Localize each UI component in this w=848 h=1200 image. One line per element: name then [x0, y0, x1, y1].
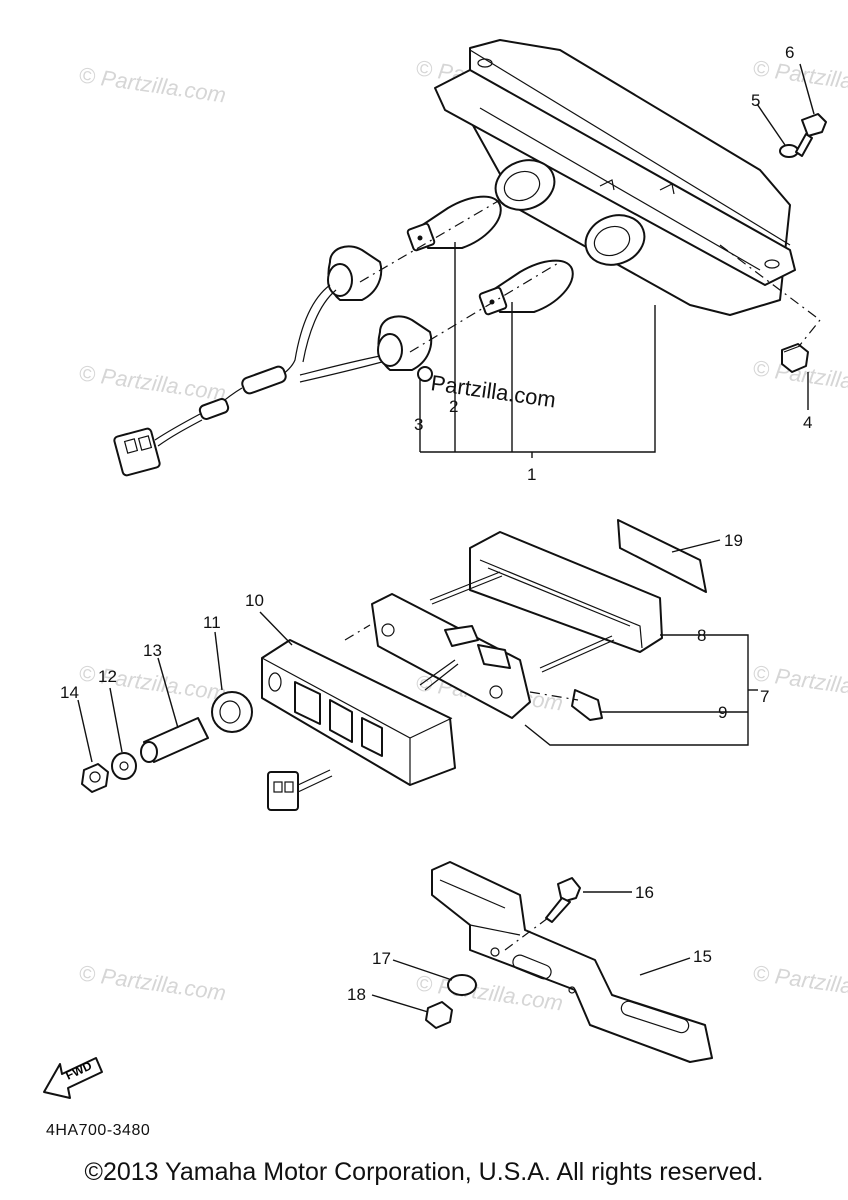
nut-4: [781, 343, 809, 373]
copyright-notice: ©2013 Yamaha Motor Corporation, U.S.A. A…: [84, 1158, 764, 1186]
callout-8: 8: [697, 626, 706, 645]
callout-12: 12: [98, 667, 117, 686]
grommet-3: [417, 366, 433, 382]
callout-numbers: 1 2 3 4 5 6 7 8 9 10 11 12 13 14 15 16 1…: [60, 43, 812, 1004]
callout-11: 11: [203, 613, 221, 632]
watermark: © Partzilla.com: [751, 960, 848, 1005]
callout-15: 15: [693, 947, 712, 966]
washer-5: [779, 144, 799, 158]
nut-14: [81, 763, 109, 793]
callout-14: 14: [60, 683, 79, 702]
connector: [267, 769, 333, 811]
label-19: [617, 519, 707, 593]
socket-harness: [113, 245, 433, 477]
grommet-11: [211, 691, 253, 733]
callout-3: 3: [414, 415, 423, 434]
callout-16: 16: [635, 883, 654, 902]
fwd-arrow-icon: FWD: [43, 1057, 103, 1099]
watermark: © Partzilla.com: [77, 360, 227, 405]
callout-5: 5: [751, 91, 760, 110]
callout-9: 9: [718, 703, 727, 722]
callout-7: 7: [760, 687, 769, 706]
catalog-code: 4HA700-3480: [46, 1122, 151, 1139]
callout-4: 4: [803, 413, 812, 432]
bulb-2: [406, 195, 502, 252]
bulb-9: [571, 689, 603, 721]
callout-10: 10: [245, 591, 264, 610]
lamp-base: [371, 593, 531, 719]
callout-2: 2: [449, 397, 458, 416]
tail-light-housing: [434, 39, 796, 316]
screw-6: [795, 113, 827, 157]
nut-18: [425, 1001, 453, 1029]
watermark: © Partzilla.com: [751, 55, 848, 100]
collar-13: [140, 717, 209, 763]
watermark: © Partzilla.com: [77, 62, 227, 107]
callout-1: 1: [527, 465, 536, 484]
bolt-16: [545, 877, 581, 923]
washer-12: [111, 752, 137, 780]
housing-10: [261, 639, 456, 786]
callout-18: 18: [347, 985, 366, 1004]
callout-17: 17: [372, 949, 391, 968]
washer-17: [447, 974, 477, 996]
callout-6: 6: [785, 43, 794, 62]
callout-13: 13: [143, 641, 162, 660]
watermark: © Partzilla.com: [77, 960, 227, 1005]
bracket-15: [431, 861, 713, 1063]
bulb-1: [478, 259, 574, 316]
lens-8: [429, 531, 663, 673]
callout-19: 19: [724, 531, 743, 550]
